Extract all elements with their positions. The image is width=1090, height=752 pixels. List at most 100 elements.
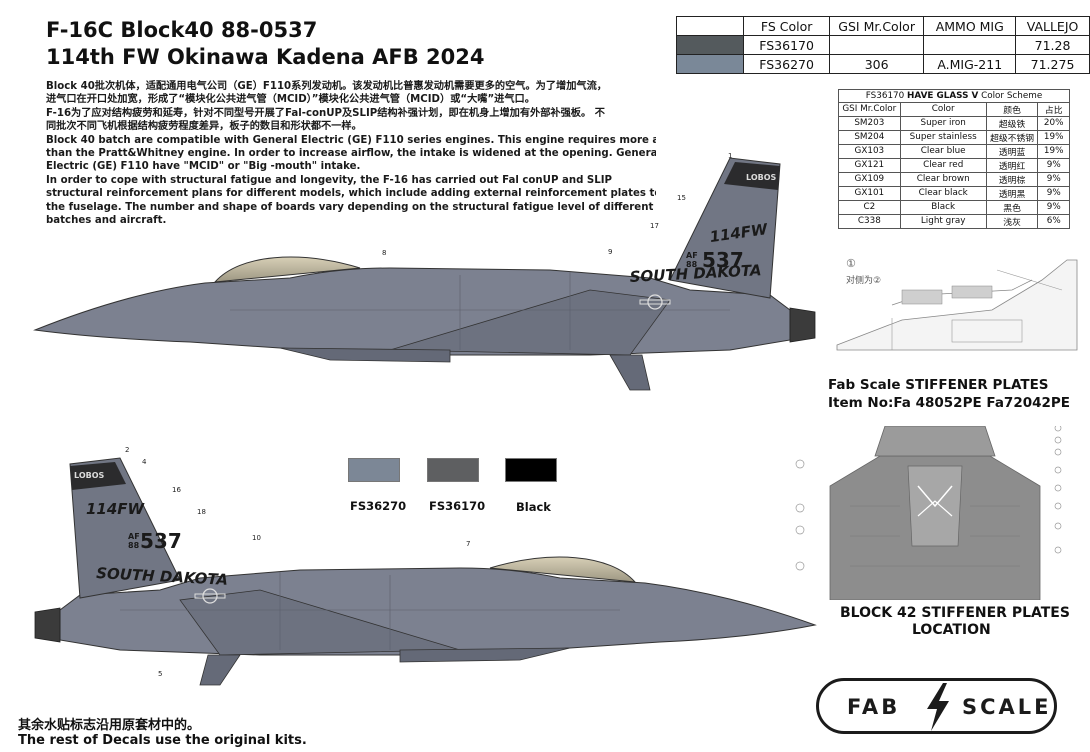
tail-year-label: 88 xyxy=(686,260,698,269)
scheme-cell: 9% xyxy=(1037,171,1070,187)
swatch-fs36270 xyxy=(348,458,400,482)
scheme-cell: SM203 xyxy=(838,115,901,131)
color-swatch-cell xyxy=(675,35,745,55)
scheme-cell: GX121 xyxy=(838,157,901,173)
scheme-title-row: FS36170 HAVE GLASS V Color Scheme xyxy=(838,89,1070,103)
header-cell: 颜色 xyxy=(985,101,1039,117)
callout-number: 7 xyxy=(466,540,470,548)
scheme-cell: 浅灰 xyxy=(985,213,1039,229)
swatch-label: FS36170 xyxy=(429,499,486,513)
scheme-cell: Clear blue xyxy=(899,143,987,159)
callout-number: 8 xyxy=(382,249,386,257)
scheme-cell: Clear red xyxy=(899,157,987,173)
scheme-cell: 透明红 xyxy=(985,157,1039,173)
callout-number: 1 xyxy=(728,152,732,160)
scheme-cell: GX101 xyxy=(838,185,901,201)
gsi-code xyxy=(828,35,925,55)
header-cell xyxy=(675,16,745,36)
fab-scale-logo: FAB SCALE xyxy=(816,678,1057,734)
scheme-cell: SM204 xyxy=(838,129,901,145)
scheme-cell: 透明黑 xyxy=(985,185,1039,201)
fab-item-number: Item No:Fa 48052PE Fa72042PE xyxy=(828,395,1071,411)
callout-number: 17 xyxy=(650,222,659,230)
description-line: 同批次不同飞机根据结构疲劳程度差异，板子的数目和形状都不一样。 xyxy=(46,121,362,133)
ammo-code: A.MIG-211 xyxy=(923,54,1017,74)
vallejo-code: 71.275 xyxy=(1015,54,1090,74)
have-glass-scheme-table: FS36170 HAVE GLASS V Color Scheme GSI Mr… xyxy=(838,89,1070,229)
scheme-cell: 6% xyxy=(1037,213,1070,229)
scheme-cell: 透明蓝 xyxy=(985,143,1039,159)
national-insignia xyxy=(639,294,671,310)
header-cell: AMMO MIG xyxy=(923,16,1017,36)
scheme-header-row: GSI Mr.Color Color 颜色 占比 xyxy=(838,101,1070,117)
national-insignia xyxy=(194,588,226,604)
scheme-cell: Light gray xyxy=(899,213,987,229)
swatch-black xyxy=(505,458,557,482)
color-table-row: FS36170 71.28 xyxy=(675,35,1090,55)
tail-code-114fw: 114FW xyxy=(86,500,146,518)
scheme-cell: 19% xyxy=(1037,129,1070,145)
ammo-code xyxy=(923,35,1017,55)
callout-number: 9 xyxy=(608,248,612,256)
tail-band-text: LOBOS xyxy=(746,173,777,182)
description-line: F-16为了应对结构疲劳和延寿，针对不同型号开展了Fal-conUP及SLIP结… xyxy=(46,107,605,119)
swatch-label: Black xyxy=(516,500,551,514)
description-line: Block 40批次机体，适配通用电气公司（GE）F110系列发动机。该发动机比… xyxy=(46,81,607,92)
header-cell: Color xyxy=(899,101,987,117)
vallejo-code: 71.28 xyxy=(1015,35,1090,55)
scheme-title-name: HAVE GLASS V xyxy=(907,90,979,101)
header-cell: 占比 xyxy=(1037,101,1070,117)
aircraft-left-side-view: 114FW AF 88 537 LOBOS SOUTH DAKOTA 1 15 … xyxy=(33,152,816,391)
tail-year-label: 88 xyxy=(128,541,140,550)
scheme-cell: Clear black xyxy=(899,185,987,201)
scheme-cell: 透明棕 xyxy=(985,171,1039,187)
scheme-cell: 19% xyxy=(1037,143,1070,159)
description-line: the fuselage. The number and shape of bo… xyxy=(46,201,654,213)
fs-code: FS36270 xyxy=(743,54,830,74)
callout-number: 15 xyxy=(677,194,686,202)
scheme-title-suffix: Color Scheme xyxy=(981,90,1043,101)
scheme-cell: 超级铁 xyxy=(985,115,1039,131)
description-line: Electric (GE) F110 have "MCID" or "Big -… xyxy=(46,161,361,173)
color-table-header: FS Color GSI Mr.Color AMMO MIG VALLEJO xyxy=(675,16,1090,36)
tail-band-text: LOBOS xyxy=(74,471,105,480)
fab-stiffener-title: Fab Scale STIFFENER PLATES xyxy=(828,377,1049,393)
header-cell: GSI Mr.Color xyxy=(838,101,901,117)
callout-number: 4 xyxy=(142,458,147,466)
description-line: batches and aircraft. xyxy=(46,215,167,227)
scheme-cell: Super iron xyxy=(899,115,987,131)
header-cell: VALLEJO xyxy=(1015,16,1090,36)
tail-serial: 537 xyxy=(140,529,182,553)
header-cell: FS Color xyxy=(743,16,830,36)
swatch-label: FS36270 xyxy=(350,499,407,513)
stiffener-detail-drawing: ① 对侧为② xyxy=(836,257,1078,351)
detail-circle-label: ① xyxy=(846,257,856,270)
color-table-row: FS36270 306 A.MIG-211 71.275 xyxy=(675,54,1090,74)
scheme-cell: 超级不锈钢 xyxy=(985,129,1039,145)
scheme-cell: 9% xyxy=(1037,185,1070,201)
footer-note-en: The rest of Decals use the original kits… xyxy=(18,733,307,748)
scheme-cell: Clear brown xyxy=(899,171,987,187)
tail-af-label: AF xyxy=(686,251,698,260)
scheme-title: FS36170 HAVE GLASS V Color Scheme xyxy=(838,89,1070,103)
scheme-cell: C338 xyxy=(838,213,901,229)
page-subtitle: 114th FW Okinawa Kadena AFB 2024 xyxy=(46,45,485,69)
scheme-title-fs: FS36170 xyxy=(865,90,905,101)
tail-af-label: AF xyxy=(128,532,140,541)
color-swatch-cell xyxy=(675,54,745,74)
callout-number: 5 xyxy=(158,670,162,678)
scheme-cell: 黑色 xyxy=(985,199,1039,215)
description-line: than the Pratt&Whitney engine. In order … xyxy=(46,148,656,160)
tail-serial: 537 xyxy=(702,248,744,272)
description-line: In order to cope with structural fatigue… xyxy=(46,174,613,186)
footer-note-cn: 其余水贴标志沿用原套材中的。 xyxy=(18,718,201,733)
page-title: F-16C Block40 88-0537 xyxy=(46,18,318,42)
scheme-cell: GX109 xyxy=(838,171,901,187)
header-cell: GSI Mr.Color xyxy=(828,16,925,36)
